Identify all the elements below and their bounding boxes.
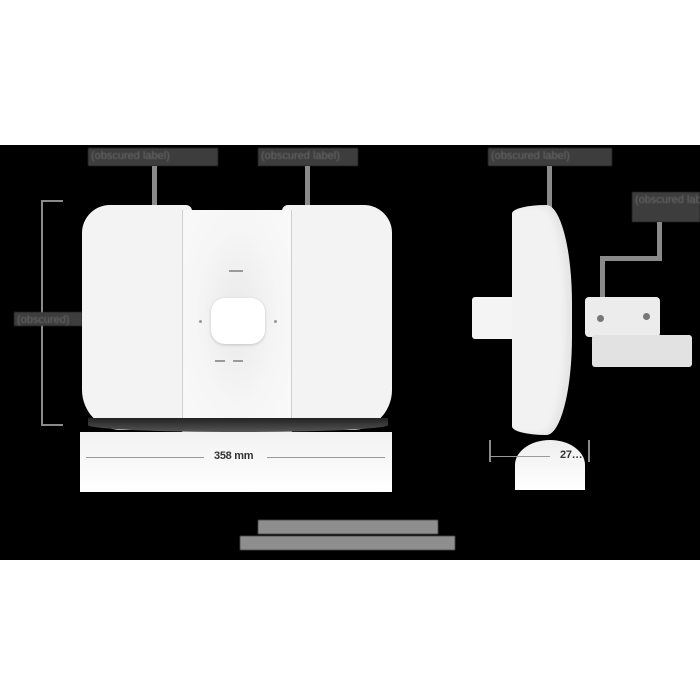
footer-text-line-2 (240, 536, 455, 550)
bottom-slot-left-icon (215, 360, 225, 362)
side-pole-clamp (592, 335, 692, 367)
side-reflection (515, 440, 585, 490)
side-callout-right-label: (obscured label) (632, 192, 700, 222)
mount-bolt-icon (597, 315, 604, 322)
front-right-panel (282, 205, 392, 430)
front-center-panel (182, 210, 292, 432)
front-callout-left-label: (obscured label) (88, 148, 218, 166)
front-view-device (82, 205, 392, 432)
front-reflection (80, 432, 392, 492)
width-dimension-line-left (86, 457, 204, 458)
mount-bolt-icon (643, 313, 650, 320)
front-callout-left-leader (152, 166, 157, 206)
front-left-panel (82, 205, 192, 430)
width-dimension-line-right (267, 457, 385, 458)
bottom-slot-right-icon (233, 360, 243, 362)
front-callout-right-leader (305, 166, 310, 206)
depth-dimension-tick-right (588, 440, 590, 462)
footer-text-line-1 (258, 520, 438, 534)
side-callout-right-leader-v (657, 222, 662, 258)
front-base-shadow (88, 418, 388, 432)
height-dimension-label: (obscured) (14, 312, 82, 326)
front-callout-right-label: (obscured label) (258, 148, 358, 166)
top-slot-icon (229, 270, 243, 272)
right-dot-icon (274, 320, 277, 323)
side-callout-top-label: (obscured label) (488, 148, 612, 166)
side-callout-right-leader-h (600, 256, 662, 261)
depth-dimension-line (490, 456, 550, 457)
side-mount-bracket (585, 297, 660, 337)
center-mount-pad (211, 298, 265, 344)
depth-dimension-tick-left (489, 440, 491, 462)
width-dimension-label: 358 mm (214, 450, 254, 462)
left-dot-icon (199, 320, 202, 323)
side-view-dish (512, 205, 572, 435)
depth-dimension-label: 27… (560, 449, 583, 461)
side-callout-right-leader-v2 (600, 256, 605, 298)
side-callout-top-leader (547, 166, 552, 211)
